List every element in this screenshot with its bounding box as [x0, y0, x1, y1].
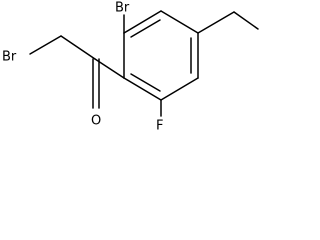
ring-bond-c4-c5 [160, 77, 199, 101]
bond-carbonyl-to-ch2 [60, 35, 96, 60]
ring-bond-c2-c3 [160, 10, 199, 34]
bond-ring-to-carbonyl [94, 58, 125, 79]
molecule-structure: Br Br O F [0, 0, 260, 137]
ring-bond-c1-c2 [123, 10, 162, 34]
ring-double-bond-c5-c6 [130, 73, 161, 92]
bond-ring-to-ethyl [197, 11, 235, 34]
structure-svg: Br Br O F [2, 1, 259, 134]
benzene-ring [123, 10, 199, 101]
atom-label-br-chain: Br [2, 50, 17, 65]
bond-ch2-to-br [29, 35, 62, 55]
ring-bond-c5-c6 [123, 77, 162, 101]
ring-double-bond-c1-c2 [130, 19, 161, 38]
atom-label-br-ring: Br [115, 1, 130, 16]
atom-label-oxygen: O [91, 114, 101, 129]
bond-ethyl-ch2-ch3 [233, 11, 259, 30]
atom-label-fluorine: F [156, 119, 163, 134]
